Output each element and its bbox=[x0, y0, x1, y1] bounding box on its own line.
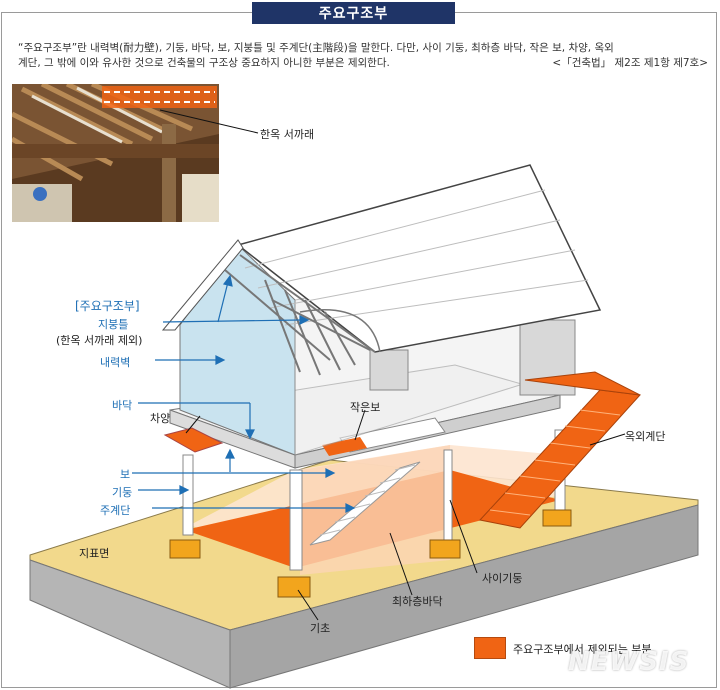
legend-label-excluded: 주요구조부에서 제외되는 부분 bbox=[513, 643, 652, 656]
outdoor-stair bbox=[479, 371, 642, 529]
ground-side bbox=[229, 504, 699, 689]
label-roof-truss: 지붕틀 bbox=[98, 318, 129, 331]
legend-swatch-excluded bbox=[474, 637, 506, 659]
label-floor: 바닥 bbox=[112, 399, 133, 412]
hanok-rafter-photo bbox=[12, 84, 219, 222]
label-outdoor-stair: 옥외계단 bbox=[625, 430, 666, 443]
label-roof-truss-note: (한옥 서까래 제외) bbox=[56, 334, 143, 347]
eaves-canopy bbox=[163, 427, 224, 453]
footing-2 bbox=[277, 576, 311, 598]
label-hanok-rafter: 한옥 서까래 bbox=[260, 128, 315, 141]
label-interior-column: 사이기둥 bbox=[482, 572, 523, 585]
front-column-left bbox=[182, 454, 194, 536]
gable-end bbox=[161, 239, 244, 331]
law-citation: <「건축법」 제2조 제1항 제7호> bbox=[552, 57, 708, 69]
label-main-structure-heading: [주요구조부] bbox=[75, 299, 140, 313]
small-beam bbox=[322, 437, 367, 456]
label-main-stair: 주계단 bbox=[100, 504, 131, 517]
label-lowest-floor: 최하층바닥 bbox=[392, 595, 443, 608]
footing-4 bbox=[542, 509, 572, 527]
label-foundation: 기초 bbox=[310, 622, 331, 635]
main-stair bbox=[309, 461, 421, 546]
footing-3 bbox=[429, 539, 461, 559]
intro-text: “주요구조부”란 내력벽(耐力壁), 기둥, 바닥, 보, 지붕틀 및 주계단(… bbox=[18, 41, 708, 71]
front-column bbox=[289, 469, 303, 571]
label-bearing-wall: 내력벽 bbox=[100, 356, 131, 369]
intro-line-2: 계단, 그 밖에 이와 유사한 것으로 건축물의 구조상 중요하지 아니한 부분… bbox=[18, 57, 390, 69]
interior-column bbox=[443, 449, 453, 546]
footing-1 bbox=[169, 539, 201, 559]
newsis-watermark: NEWSIS bbox=[568, 647, 690, 677]
label-beam: 보 bbox=[120, 468, 131, 481]
label-small-beam: 작은보 bbox=[350, 401, 381, 414]
label-eaves: 차양 bbox=[150, 412, 171, 425]
intro-line-1: “주요구조부”란 내력벽(耐力壁), 기둥, 바닥, 보, 지붕틀 및 주계단(… bbox=[18, 42, 614, 54]
label-column: 기둥 bbox=[112, 486, 133, 499]
roof-truss-members bbox=[224, 254, 376, 376]
label-ground-level: 지표면 bbox=[79, 547, 110, 560]
diagram-title: 주요구조부 bbox=[252, 2, 455, 24]
roof-surface bbox=[236, 164, 602, 353]
